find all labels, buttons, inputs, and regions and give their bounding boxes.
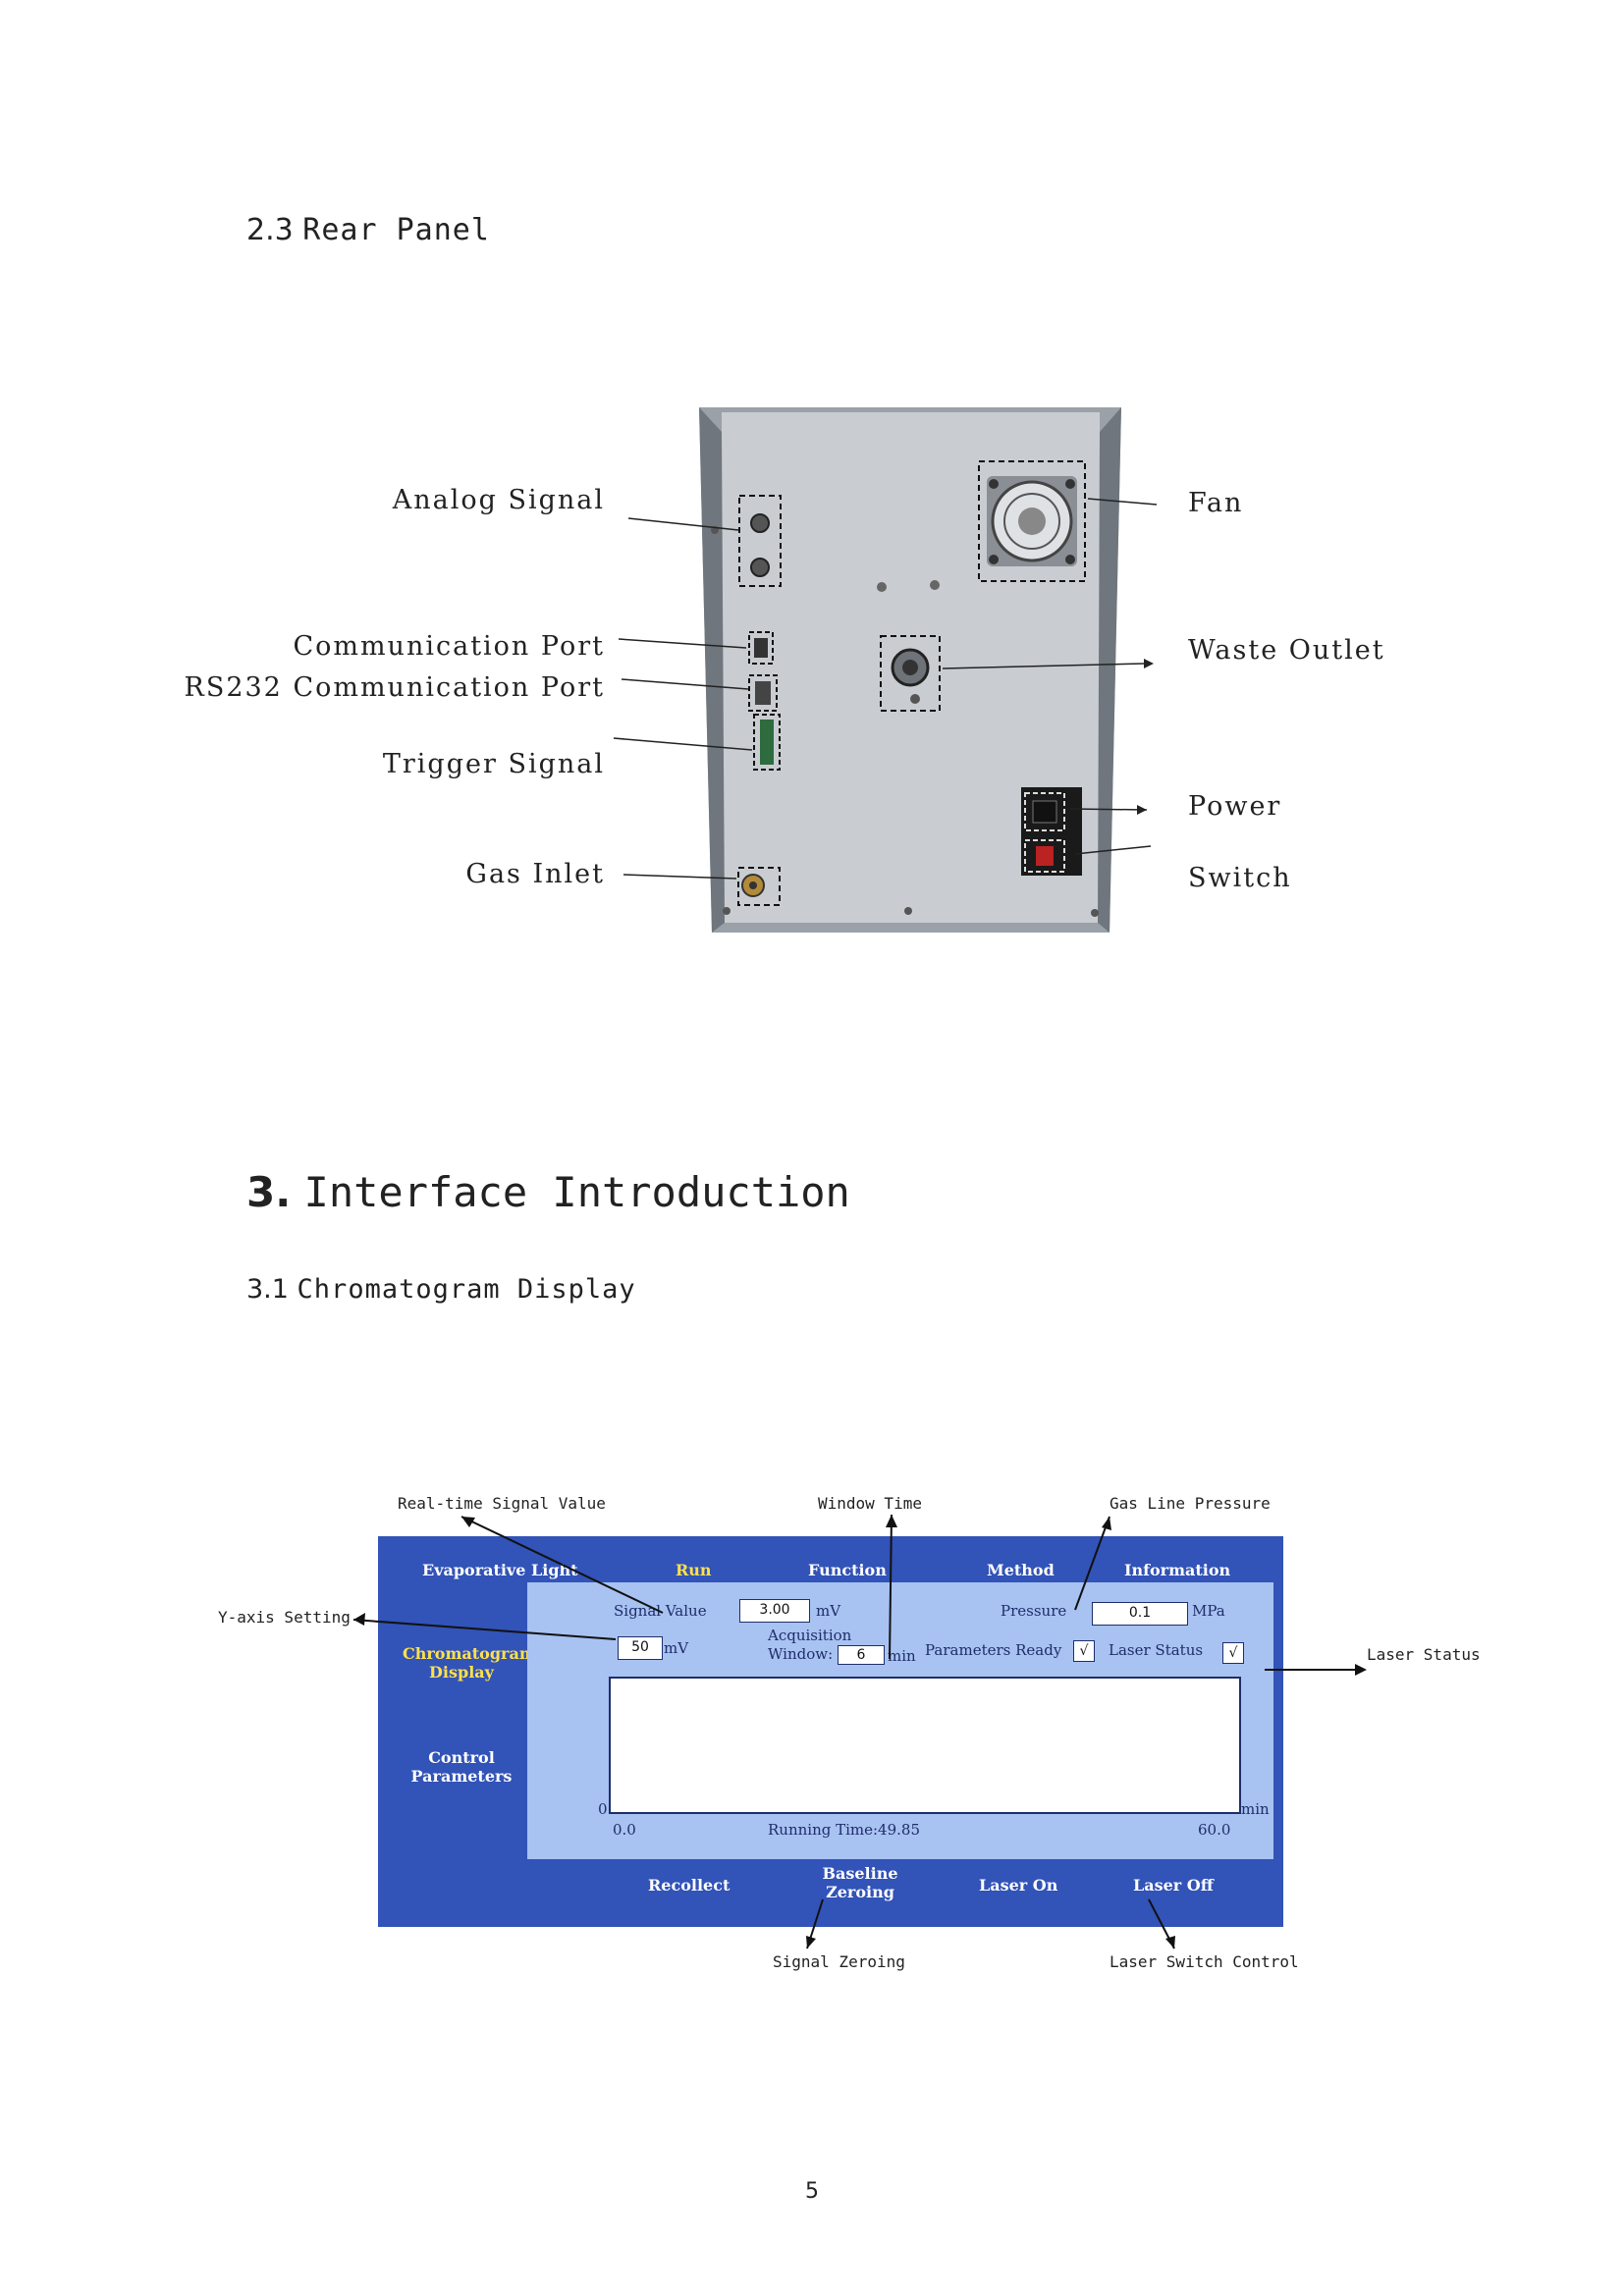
plot-x-min: 0.0 [613,1821,636,1839]
chromatogram-plot [609,1677,1241,1814]
label-power: Power [1188,791,1282,822]
signal-value-box: 3.00 [739,1599,810,1623]
baseline-zeroing-button[interactable]: Baseline Zeroing [806,1864,914,1901]
tab-function[interactable]: Function [808,1561,887,1579]
section-number: 3. [246,1168,292,1216]
rear-panel-photo [613,407,1158,933]
nav-chromatogram-display[interactable]: Chromatogram Display [403,1644,536,1682]
annotation-signal-zeroing: Signal Zeroing [773,1952,905,1971]
annotation-y-axis-setting: Y-axis Setting [218,1608,351,1627]
annotation-laser-switch-control: Laser Switch Control [1110,1952,1299,1971]
y-axis-input[interactable]: 50 [618,1636,663,1660]
label-trigger-signal: Trigger Signal [382,749,605,779]
laser-off-button[interactable]: Laser Off [1133,1876,1214,1895]
label-fan: Fan [1188,488,1244,518]
laser-status-indicator: √ [1222,1642,1244,1664]
tab-method[interactable]: Method [987,1561,1055,1579]
section-heading-3: 3. Interface Introduction [246,1168,850,1216]
running-time: Running Time:49.85 [768,1821,921,1839]
nav-label: Display [429,1663,494,1682]
app-title: Evaporative Light [422,1561,578,1579]
annotation-gas-line-pressure: Gas Line Pressure [1110,1494,1271,1513]
nav-label: Parameters [410,1767,513,1786]
button-label: Baseline [822,1864,898,1883]
chromatogram-panel: Signal Value 3.00 mV 50 mV Acquisition W… [527,1582,1273,1859]
annotation-window-time: Window Time [818,1494,922,1513]
button-label: Zeroing [826,1883,894,1901]
acquisition-window-input[interactable]: 6 [838,1645,885,1665]
label-communication-port: Communication Port [293,631,605,662]
section-number: 2.3 [246,213,294,247]
label-waste-outlet: Waste Outlet [1188,635,1385,666]
plot-x-unit: min [1241,1800,1270,1818]
section-heading-3-1: 3.1 Chromatogram Display [246,1274,636,1305]
label-analog-signal: Analog Signal [392,485,605,515]
acquisition-label-2: Window: [768,1645,834,1663]
annotation-realtime-signal: Real-time Signal Value [398,1494,606,1513]
nav-label: Control [428,1748,495,1767]
pressure-label: Pressure [1001,1602,1067,1620]
parameters-ready-label: Parameters Ready [925,1641,1062,1659]
pressure-unit: MPa [1192,1602,1225,1620]
section-heading-2-3: 2.3 Rear Panel [246,213,490,247]
signal-unit: mV [816,1602,841,1620]
tab-information[interactable]: Information [1124,1561,1231,1579]
laser-on-button[interactable]: Laser On [979,1876,1058,1895]
label-switch: Switch [1188,863,1292,893]
section-number: 3.1 [246,1274,289,1305]
recollect-button[interactable]: Recollect [648,1876,731,1895]
section-title: Chromatogram Display [297,1274,636,1305]
acquisition-unit: min [888,1647,916,1665]
plot-x-max: 60.0 [1198,1821,1231,1839]
acquisition-label: Acquisition [768,1627,852,1644]
nav-label: Chromatogram [403,1644,536,1663]
nav-control-parameters[interactable]: Control Parameters [403,1748,520,1786]
ui-screen: Evaporative Light Run Function Method In… [378,1536,1283,1927]
section-title: Rear Panel [302,213,490,247]
parameters-ready-indicator: √ [1073,1640,1095,1662]
plot-y-min: 0 [598,1800,608,1818]
annotation-laser-status: Laser Status [1367,1645,1481,1664]
section-title: Interface Introduction [303,1168,850,1216]
page-number: 5 [805,2179,819,2204]
pressure-value-box: 0.1 [1092,1602,1188,1626]
tab-run[interactable]: Run [676,1561,712,1579]
label-rs232-port: RS232 Communication Port [184,672,605,703]
y-axis-unit: mV [664,1639,689,1657]
laser-status-label: Laser Status [1109,1641,1204,1659]
label-gas-inlet: Gas Inlet [465,859,605,889]
